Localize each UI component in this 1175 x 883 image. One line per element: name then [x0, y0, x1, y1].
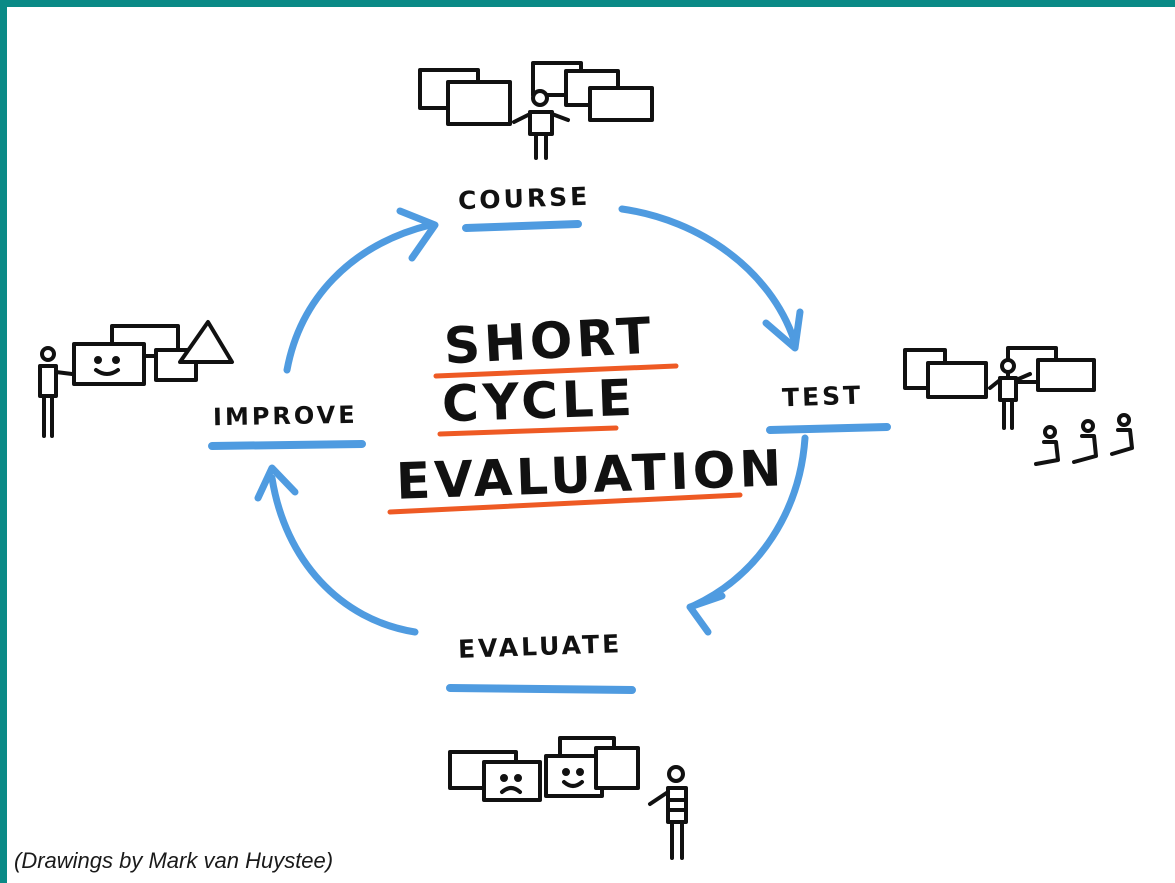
underline-test [766, 423, 891, 434]
frame-left [0, 0, 7, 883]
center-title-line-2: CYCLE [441, 368, 637, 434]
step-label-evaluate: EVALUATE [457, 629, 623, 664]
arrow-head-improve [254, 464, 299, 502]
step-label-improve: IMPROVE [212, 400, 358, 432]
arrow-head-course [396, 207, 439, 262]
drawing-credit: (Drawings by Mark van Huystee) [14, 848, 334, 873]
underline-title-1 [433, 363, 679, 379]
arrow-test-to-evaluate [689, 434, 809, 610]
feedback-faces-icon [448, 736, 688, 860]
arrow-evaluate-to-improve [268, 474, 419, 636]
arrow-head-evaluate [686, 592, 726, 636]
presenter-with-slides-icon [418, 61, 654, 160]
underline-title-3 [387, 492, 743, 515]
arrow-head-test [762, 308, 804, 352]
frame-top [0, 0, 1175, 7]
underline-course [462, 220, 582, 232]
underline-title-2 [437, 425, 619, 437]
arrow-improve-to-course [283, 221, 434, 374]
presenter-improving-slides-icon [38, 320, 234, 438]
underline-evaluate [446, 684, 636, 694]
step-label-course: COURSE [457, 181, 591, 216]
underline-improve [208, 440, 366, 450]
center-title-line-1: SHORT [442, 306, 657, 376]
step-label-test: TEST [781, 380, 864, 413]
arrow-course-to-test [618, 205, 798, 344]
presenter-with-audience-icon [903, 346, 1134, 466]
